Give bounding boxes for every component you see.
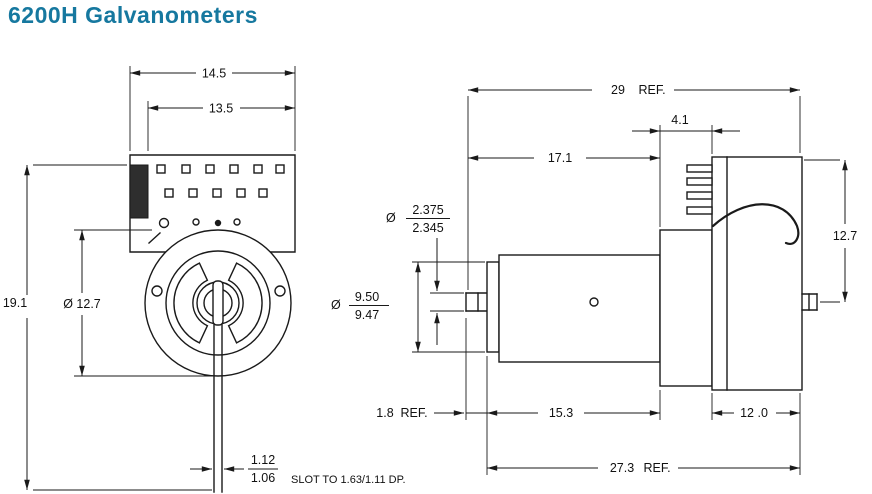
dim-mount-length-ref: REF. bbox=[643, 461, 670, 475]
dim-body-length-label: 17.1 bbox=[548, 151, 572, 165]
dim-pilot-dia-min-label: 9.47 bbox=[355, 308, 379, 322]
hole-pattern bbox=[156, 164, 285, 198]
dim-connector-height-label: 12.7 bbox=[833, 229, 857, 243]
mounting-plate bbox=[129, 154, 296, 253]
plate-side-tab bbox=[129, 164, 149, 219]
motor-body bbox=[498, 254, 661, 363]
shaft-slot bbox=[212, 280, 224, 326]
inner-ring bbox=[165, 250, 271, 356]
front-shaft bbox=[465, 292, 488, 312]
side-view bbox=[465, 156, 818, 391]
dim-connector-depth-label: 4.1 bbox=[671, 113, 688, 127]
shaft-dia-symbol: Ø bbox=[386, 211, 396, 225]
front-view bbox=[129, 154, 296, 493]
connector-pins bbox=[686, 164, 713, 215]
dim-shaft-dia-max-label: 2.375 bbox=[412, 203, 443, 217]
rotor-cutouts bbox=[173, 262, 263, 344]
side-view-dimensions: 29 REF. 4.1 17.1 12.7 Ø 2.375 2.345 bbox=[331, 83, 857, 475]
slot-note: SLOT TO 1.63/1.11 DP. bbox=[291, 474, 406, 486]
dim-shaft-dia-min-label: 2.345 bbox=[412, 221, 443, 235]
dim-overall-height-label: 19.1 bbox=[3, 296, 27, 310]
dim-pilot-dia-max-label: 9.50 bbox=[355, 290, 379, 304]
dim-shaft-flat-max-label: 1.12 bbox=[251, 453, 275, 467]
dim-mount-width-label: 13.5 bbox=[209, 102, 233, 116]
ear-hole-right bbox=[274, 285, 286, 297]
dim-shaft-length-label: 1.8 bbox=[376, 406, 393, 420]
dim-mount-length-label: 27.3 bbox=[610, 461, 634, 475]
front-view-dimensions: 14.5 13.5 19.1 Ø 12.7 1.12 1.06 SLOT T bbox=[3, 66, 406, 491]
page-title: 6200H Galvanometers bbox=[8, 2, 258, 28]
pilot-dia-symbol: Ø bbox=[331, 298, 341, 312]
rear-shaft bbox=[801, 293, 818, 311]
dim-body-diameter-label: Ø 12.7 bbox=[63, 297, 101, 311]
dim-overall-width-label: 14.5 bbox=[202, 67, 226, 81]
lead-wire bbox=[711, 203, 800, 245]
ear-hole-left bbox=[151, 285, 163, 297]
dim-rear-housing-width-label: 12 .0 bbox=[740, 406, 768, 420]
body-vent-hole bbox=[589, 297, 599, 307]
dim-overall-length-label: 29 bbox=[611, 83, 625, 97]
dim-motor-length-label: 15.3 bbox=[549, 406, 573, 420]
dim-shaft-length-ref: REF. bbox=[400, 406, 427, 420]
pivot-holes bbox=[148, 217, 241, 244]
dim-overall-length-ref: REF. bbox=[638, 83, 665, 97]
output-shaft bbox=[213, 324, 223, 493]
dim-shaft-flat-min-label: 1.06 bbox=[251, 471, 275, 485]
rear-housing bbox=[711, 156, 803, 391]
pilot-collar bbox=[486, 261, 500, 353]
flange-block bbox=[659, 229, 713, 387]
